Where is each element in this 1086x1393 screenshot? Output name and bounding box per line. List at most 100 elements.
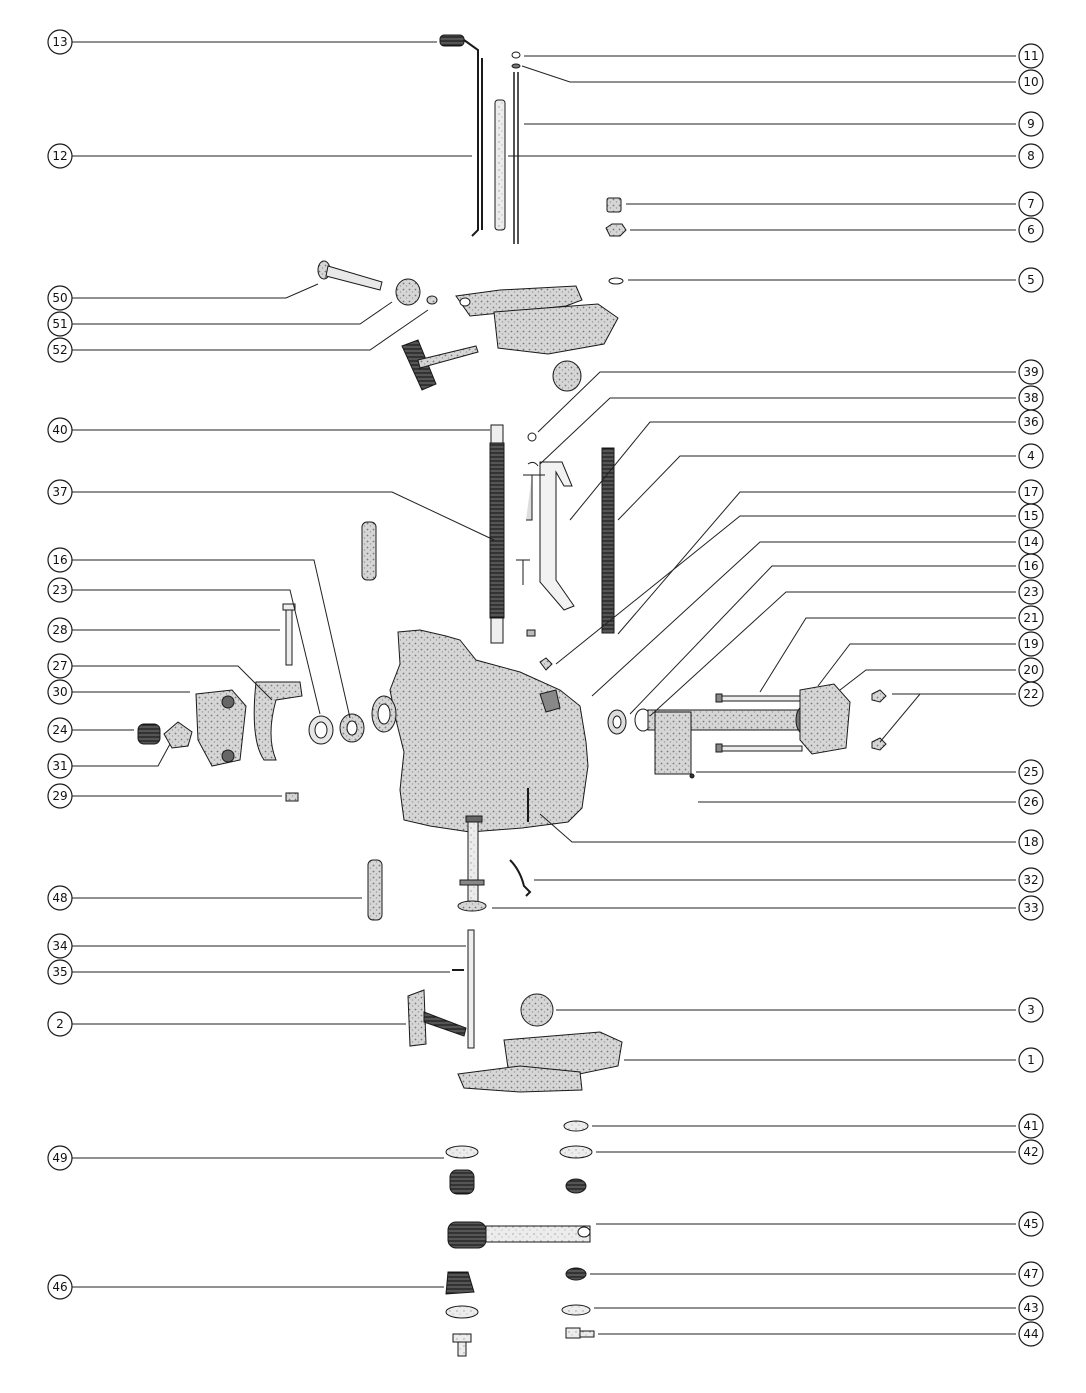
part-washer-43 bbox=[561, 1304, 591, 1316]
callout-bubble-right-6 bbox=[1018, 217, 1044, 243]
part-bushing-51 bbox=[395, 278, 421, 306]
callout-label-left-35: 35 bbox=[52, 965, 67, 979]
part-mount-49 bbox=[449, 1169, 475, 1195]
callout-label-left-23: 23 bbox=[52, 583, 67, 597]
callout-label-right-1: 1 bbox=[1027, 1053, 1035, 1067]
part-threaded-rod-40 bbox=[489, 424, 505, 644]
part-clamp-bracket-upper bbox=[455, 285, 619, 355]
callout-label-left-52: 52 bbox=[52, 343, 67, 357]
callout-label-left-37: 37 bbox=[52, 485, 67, 499]
part-nut-31 bbox=[163, 721, 193, 749]
part-clip-32 bbox=[509, 859, 532, 897]
part-mount-42 bbox=[565, 1178, 587, 1194]
parts-layer bbox=[137, 34, 887, 1357]
callout-label-right-36: 36 bbox=[1023, 415, 1038, 429]
callout-bubble-right-22 bbox=[1018, 681, 1044, 707]
callout-label-right-8: 8 bbox=[1027, 149, 1035, 163]
callout-label-right-43: 43 bbox=[1023, 1301, 1038, 1315]
part-clip-11 bbox=[511, 51, 521, 59]
callout-label-left-24: 24 bbox=[52, 723, 67, 737]
part-nut-6 bbox=[605, 223, 627, 237]
callout-bubble-right-16 bbox=[1018, 553, 1044, 579]
part-t-screw-upper bbox=[401, 339, 479, 391]
callout-label-right-39: 39 bbox=[1023, 365, 1038, 379]
callout-bubble-left-31 bbox=[47, 753, 73, 779]
callout-label-right-9: 9 bbox=[1027, 117, 1035, 131]
callout-label-right-15: 15 bbox=[1023, 509, 1038, 523]
callout-label-right-42: 42 bbox=[1023, 1145, 1038, 1159]
callout-bubble-right-18 bbox=[1018, 829, 1044, 855]
callout-label-left-46: 46 bbox=[52, 1280, 67, 1294]
callout-bubble-right-47 bbox=[1018, 1261, 1044, 1287]
callout-label-right-3: 3 bbox=[1027, 1003, 1035, 1017]
callout-label-left-31: 31 bbox=[52, 759, 67, 773]
part-screw-46 bbox=[452, 1333, 472, 1357]
callout-bubble-right-45 bbox=[1018, 1211, 1044, 1237]
callout-bubble-right-26 bbox=[1018, 789, 1044, 815]
callout-bubble-left-49 bbox=[47, 1145, 73, 1171]
part-screw-44 bbox=[565, 1327, 595, 1339]
callout-bubble-right-5 bbox=[1018, 267, 1044, 293]
callout-bubble-right-44 bbox=[1018, 1321, 1044, 1347]
callout-bubble-right-15 bbox=[1018, 503, 1044, 529]
part-ring-10 bbox=[511, 63, 521, 69]
callout-label-right-26: 26 bbox=[1023, 795, 1038, 809]
callout-label-left-40: 40 bbox=[52, 423, 67, 437]
callout-bubble-right-43 bbox=[1018, 1295, 1044, 1321]
callout-label-right-22: 22 bbox=[1023, 687, 1038, 701]
callout-label-right-21: 21 bbox=[1023, 611, 1038, 625]
callout-bubble-right-10 bbox=[1018, 69, 1044, 95]
part-pad-upper bbox=[552, 360, 582, 392]
callout-bubble-right-3 bbox=[1018, 997, 1044, 1023]
part-clamp-30 bbox=[195, 689, 247, 767]
callout-bubble-right-39 bbox=[1018, 359, 1044, 385]
callout-label-right-44: 44 bbox=[1023, 1327, 1038, 1341]
callout-bubble-right-36 bbox=[1018, 409, 1044, 435]
part-rod-12 bbox=[463, 39, 483, 237]
callout-bubble-left-2 bbox=[47, 1011, 73, 1037]
callout-bubble-left-28 bbox=[47, 617, 73, 643]
part-sleeve-8 bbox=[494, 99, 506, 231]
part-38 bbox=[527, 461, 539, 467]
callout-label-left-49: 49 bbox=[52, 1151, 67, 1165]
callout-label-left-2: 2 bbox=[56, 1017, 64, 1031]
callout-label-left-51: 51 bbox=[52, 317, 67, 331]
callout-label-left-16: 16 bbox=[52, 553, 67, 567]
part-nut-24 bbox=[137, 723, 161, 745]
callout-bubble-right-42 bbox=[1018, 1139, 1044, 1165]
callout-label-right-17: 17 bbox=[1023, 485, 1038, 499]
callout-bubble-left-34 bbox=[47, 933, 73, 959]
part-washer-49 bbox=[445, 1145, 479, 1159]
callout-bubble-left-46 bbox=[47, 1274, 73, 1300]
callout-bubble-right-21 bbox=[1018, 605, 1044, 631]
part-tube-48-upper bbox=[361, 521, 377, 581]
callout-bubble-right-7 bbox=[1018, 191, 1044, 217]
part-17 bbox=[526, 629, 536, 637]
part-swivel-bracket-main bbox=[371, 629, 589, 833]
part-threaded-rod-4 bbox=[601, 447, 615, 634]
callout-label-right-14: 14 bbox=[1023, 535, 1038, 549]
callout-bubble-right-4 bbox=[1018, 443, 1044, 469]
part-rod-34 bbox=[467, 929, 475, 1049]
callout-label-right-41: 41 bbox=[1023, 1119, 1038, 1133]
part-rod-9 bbox=[513, 72, 519, 244]
callout-bubble-right-19 bbox=[1018, 631, 1044, 657]
callout-label-right-19: 19 bbox=[1023, 637, 1038, 651]
part-nut-7 bbox=[606, 197, 622, 213]
callout-bubble-left-30 bbox=[47, 679, 73, 705]
callout-bubble-right-8 bbox=[1018, 143, 1044, 169]
callout-label-right-4: 4 bbox=[1027, 449, 1035, 463]
callout-bubble-left-24 bbox=[47, 717, 73, 743]
callout-bubble-left-35 bbox=[47, 959, 73, 985]
callout-label-right-10: 10 bbox=[1023, 75, 1038, 89]
callout-label-right-20: 20 bbox=[1023, 663, 1038, 677]
part-39 bbox=[527, 432, 537, 442]
part-sleeve-25 bbox=[654, 711, 692, 775]
part-pivot-shaft-33 bbox=[457, 815, 487, 912]
callout-label-right-23: 23 bbox=[1023, 585, 1038, 599]
part-clamp-19 bbox=[799, 683, 851, 755]
part-nut-22b bbox=[871, 737, 887, 751]
part-link-45 bbox=[447, 1221, 591, 1249]
callout-label-right-33: 33 bbox=[1023, 901, 1038, 915]
callout-bubble-left-52 bbox=[47, 337, 73, 363]
